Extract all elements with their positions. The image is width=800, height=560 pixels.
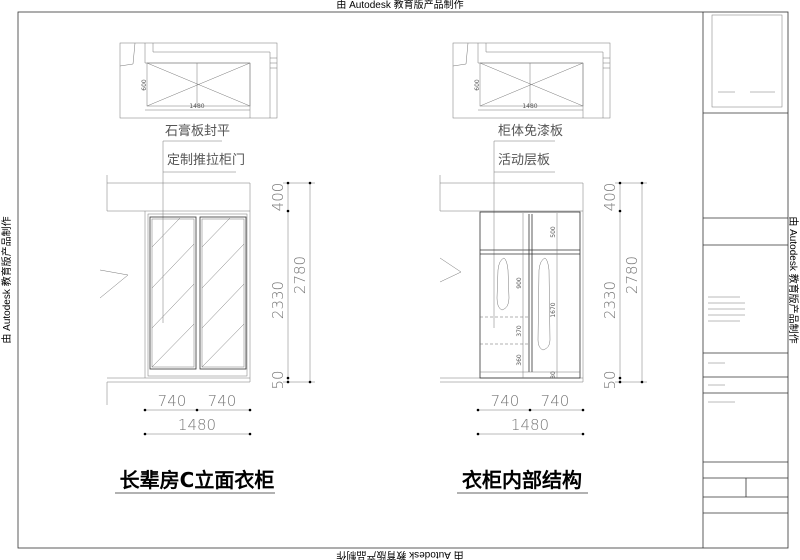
- dim-right: 740: [541, 392, 570, 410]
- dim-door-left: 740: [158, 392, 187, 410]
- watermark-left: 由 Autodesk 教育版产品制作: [0, 216, 13, 343]
- inner-dim-1670: 1670: [550, 302, 557, 317]
- sliding-door-left: [149, 216, 197, 370]
- note-cabinet-board: 柜体免漆板: [498, 123, 563, 139]
- watermark-right: 由 Autodesk 教育版产品制作: [787, 216, 800, 343]
- note-movable-shelf: 活动层板: [498, 153, 550, 168]
- dim-bottom-50: 50: [601, 370, 619, 389]
- left-elevation: [99, 175, 251, 405]
- watermark-bottom: 由 Autodesk 教育版产品制作: [336, 549, 463, 560]
- left-horizontal-dimensions: 740 740 1480: [143, 392, 252, 436]
- left-vertical-dimensions: 400 2330 50 2780: [269, 181, 315, 390]
- watermark-top: 由 Autodesk 教育版产品制作: [336, 0, 463, 11]
- plan-width-label: 1480: [189, 103, 204, 110]
- note-sliding-door: 定制推拉柜门: [167, 153, 245, 168]
- dim-width: 1480: [511, 416, 549, 434]
- hanging-garment-right: [537, 257, 551, 351]
- inner-dim-80: 80: [550, 371, 557, 379]
- right-horizontal-dimensions: 740 740 1480: [476, 392, 585, 436]
- right-view-title: 衣柜内部结构: [462, 468, 582, 492]
- cabinet-carcass: [479, 211, 581, 379]
- right-elevation: 500 900 370 360 1670 80: [439, 175, 584, 383]
- dim-total-2780: 2780: [623, 256, 641, 294]
- plan-depth-label: 600: [474, 79, 481, 91]
- title-block: [702, 12, 788, 548]
- right-plan-view: 1480 600: [452, 42, 611, 119]
- dim-width: 1480: [178, 416, 216, 434]
- inner-dim-370: 370: [516, 325, 523, 337]
- right-vertical-dimensions: 400 2330 50 2780: [601, 181, 647, 390]
- left-view-title: 长辈房C立面衣柜: [120, 468, 275, 492]
- inner-dim-360: 360: [516, 354, 523, 366]
- inner-dim-900: 900: [516, 277, 523, 289]
- dim-middle-2330: 2330: [601, 281, 619, 319]
- sheet-border: [17, 11, 789, 549]
- dim-top-400: 400: [601, 183, 619, 212]
- dim-left: 740: [491, 392, 520, 410]
- dim-bottom-50: 50: [269, 370, 287, 389]
- sliding-door-right: [199, 216, 247, 370]
- left-plan-view: 1480 600: [119, 42, 278, 119]
- note-gypsum-board: 石膏板封平: [165, 123, 230, 139]
- inner-dim-500: 500: [550, 226, 557, 238]
- dim-middle-2330: 2330: [269, 281, 287, 319]
- hanging-garment-left: [496, 257, 510, 311]
- dim-door-right: 740: [208, 392, 237, 410]
- dim-top-400: 400: [269, 183, 287, 212]
- plan-depth-label: 600: [141, 79, 148, 91]
- plan-width-label: 1480: [522, 103, 537, 110]
- dim-total-2780: 2780: [291, 256, 309, 294]
